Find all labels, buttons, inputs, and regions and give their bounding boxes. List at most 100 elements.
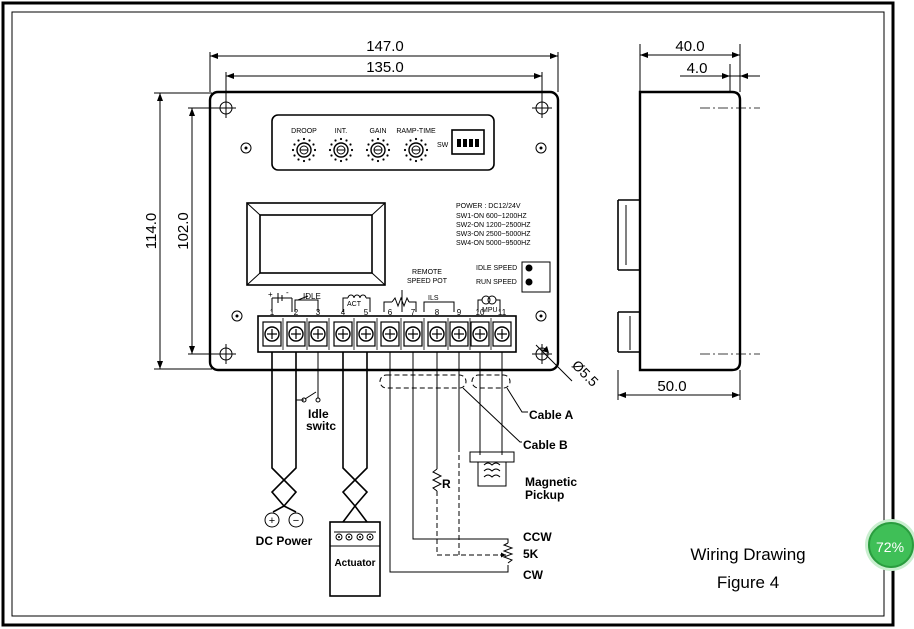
pot-value-label: 5K <box>523 547 539 561</box>
dc-power-label: DC Power <box>256 534 313 548</box>
pot-tick <box>409 139 412 142</box>
terminal-number: 10 <box>476 308 485 317</box>
adjustment-panel <box>271 114 495 171</box>
terminal-number: 3 <box>316 308 321 317</box>
terminal-remote-label: REMOTE <box>412 269 442 276</box>
pot-tick <box>420 158 423 161</box>
pot-tick <box>334 158 337 161</box>
pot-tick <box>328 148 332 152</box>
terminal-number: 6 <box>388 308 393 317</box>
pot-tick <box>386 143 389 146</box>
pot-tick <box>376 159 380 163</box>
power-spec-line: SW3-ON 2500~5000HZ <box>456 231 531 238</box>
progress-badge[interactable]: 72% <box>868 522 914 568</box>
terminal-speed-pot-label: SPEED POT <box>407 278 448 285</box>
terminal-slot <box>308 321 328 347</box>
terminal-number: 9 <box>457 308 462 317</box>
resistor-label: R <box>442 477 451 491</box>
pot-tick <box>371 158 374 161</box>
power-spec-line: POWER : DC12/24V <box>456 203 521 210</box>
terminal-plus-label: + <box>268 290 273 299</box>
terminal-number: 8 <box>435 308 440 317</box>
pot-tick <box>405 154 408 157</box>
terminal-number: 7 <box>411 308 416 317</box>
terminal-slot <box>470 321 490 347</box>
pot-tick <box>405 143 408 146</box>
terminal-slot <box>492 321 512 347</box>
terminal-screw[interactable] <box>358 326 374 342</box>
terminal-screw[interactable] <box>264 326 280 342</box>
display-window <box>246 202 386 286</box>
side-width-label: 50.0 <box>657 378 686 395</box>
pot-label: RAMP-TIME <box>396 128 436 135</box>
pot-tick <box>302 137 306 141</box>
pot-tick <box>371 139 374 142</box>
terminal-screw[interactable] <box>335 326 351 342</box>
pot-tick <box>330 154 333 157</box>
dc-minus-terminal[interactable] <box>288 512 304 528</box>
terminal-screw[interactable] <box>405 326 421 342</box>
magnetic-pickup-label: Magnetic <box>525 475 577 489</box>
cable-a-label: Cable A <box>529 408 574 422</box>
terminal-screw[interactable] <box>382 326 398 342</box>
pot-tick <box>367 143 370 146</box>
height-total-label: 114.0 <box>143 213 160 249</box>
pot-tick <box>312 154 315 157</box>
terminal-mpu-label: MPU <box>482 307 498 314</box>
pot-tick <box>312 143 315 146</box>
wiring <box>270 352 528 573</box>
ccw-label: CCW <box>523 530 552 544</box>
terminal-slot <box>380 321 400 347</box>
terminal-act-label: ACT <box>347 301 362 308</box>
terminal-screw[interactable] <box>494 326 510 342</box>
terminal-screw[interactable] <box>288 326 304 342</box>
terminal-number: 1 <box>270 308 275 317</box>
pot-tick <box>308 158 311 161</box>
terminal-screw[interactable] <box>429 326 445 342</box>
switch-label: SW <box>437 142 449 149</box>
pot-tick <box>308 139 311 142</box>
terminal-minus-label: - <box>286 288 289 297</box>
adjust-pot[interactable] <box>333 142 349 158</box>
terminal-screw[interactable] <box>451 326 467 342</box>
adjust-pot[interactable] <box>370 142 386 158</box>
hole-callout-line <box>535 344 573 382</box>
width-holes-label: 135.0 <box>366 59 404 76</box>
terminal-slot <box>403 321 423 347</box>
pot-tick <box>424 154 427 157</box>
magnetic-pickup-label: Pickup <box>525 488 564 502</box>
terminal-slot <box>449 321 469 347</box>
pot-tick <box>376 137 380 141</box>
pot-tick <box>365 148 369 152</box>
pot-tick <box>425 148 429 152</box>
pot-tick <box>349 154 352 157</box>
side-depth-label: 40.0 <box>675 38 704 55</box>
terminal-slot <box>356 321 376 347</box>
pot-tick <box>403 148 407 152</box>
dc-plus-terminal[interactable] <box>264 512 280 528</box>
terminal-number: 2 <box>294 308 299 317</box>
terminal-screw[interactable] <box>472 326 488 342</box>
terminal-idle-label: IDLE <box>303 292 321 301</box>
pot-tick <box>302 159 306 163</box>
terminal-markings <box>271 290 501 312</box>
idle-speed-pot[interactable] <box>525 264 533 272</box>
adjust-pot[interactable] <box>296 142 312 158</box>
height-holes-label: 102.0 <box>175 212 192 250</box>
caption-title: Wiring Drawing <box>690 545 805 564</box>
dip-switch[interactable] <box>451 129 485 155</box>
adjust-pot[interactable] <box>408 142 424 158</box>
pot-tick <box>293 154 296 157</box>
terminal-number: 11 <box>498 308 507 317</box>
pot-tick <box>345 139 348 142</box>
controller-body <box>208 90 560 372</box>
terminal-screw[interactable] <box>310 326 326 342</box>
pot-tick <box>414 137 418 141</box>
idle-switch-label: switc <box>306 419 336 433</box>
terminal-slot <box>427 321 447 347</box>
pot-tick <box>387 148 391 152</box>
run-speed-pot[interactable] <box>525 278 533 286</box>
